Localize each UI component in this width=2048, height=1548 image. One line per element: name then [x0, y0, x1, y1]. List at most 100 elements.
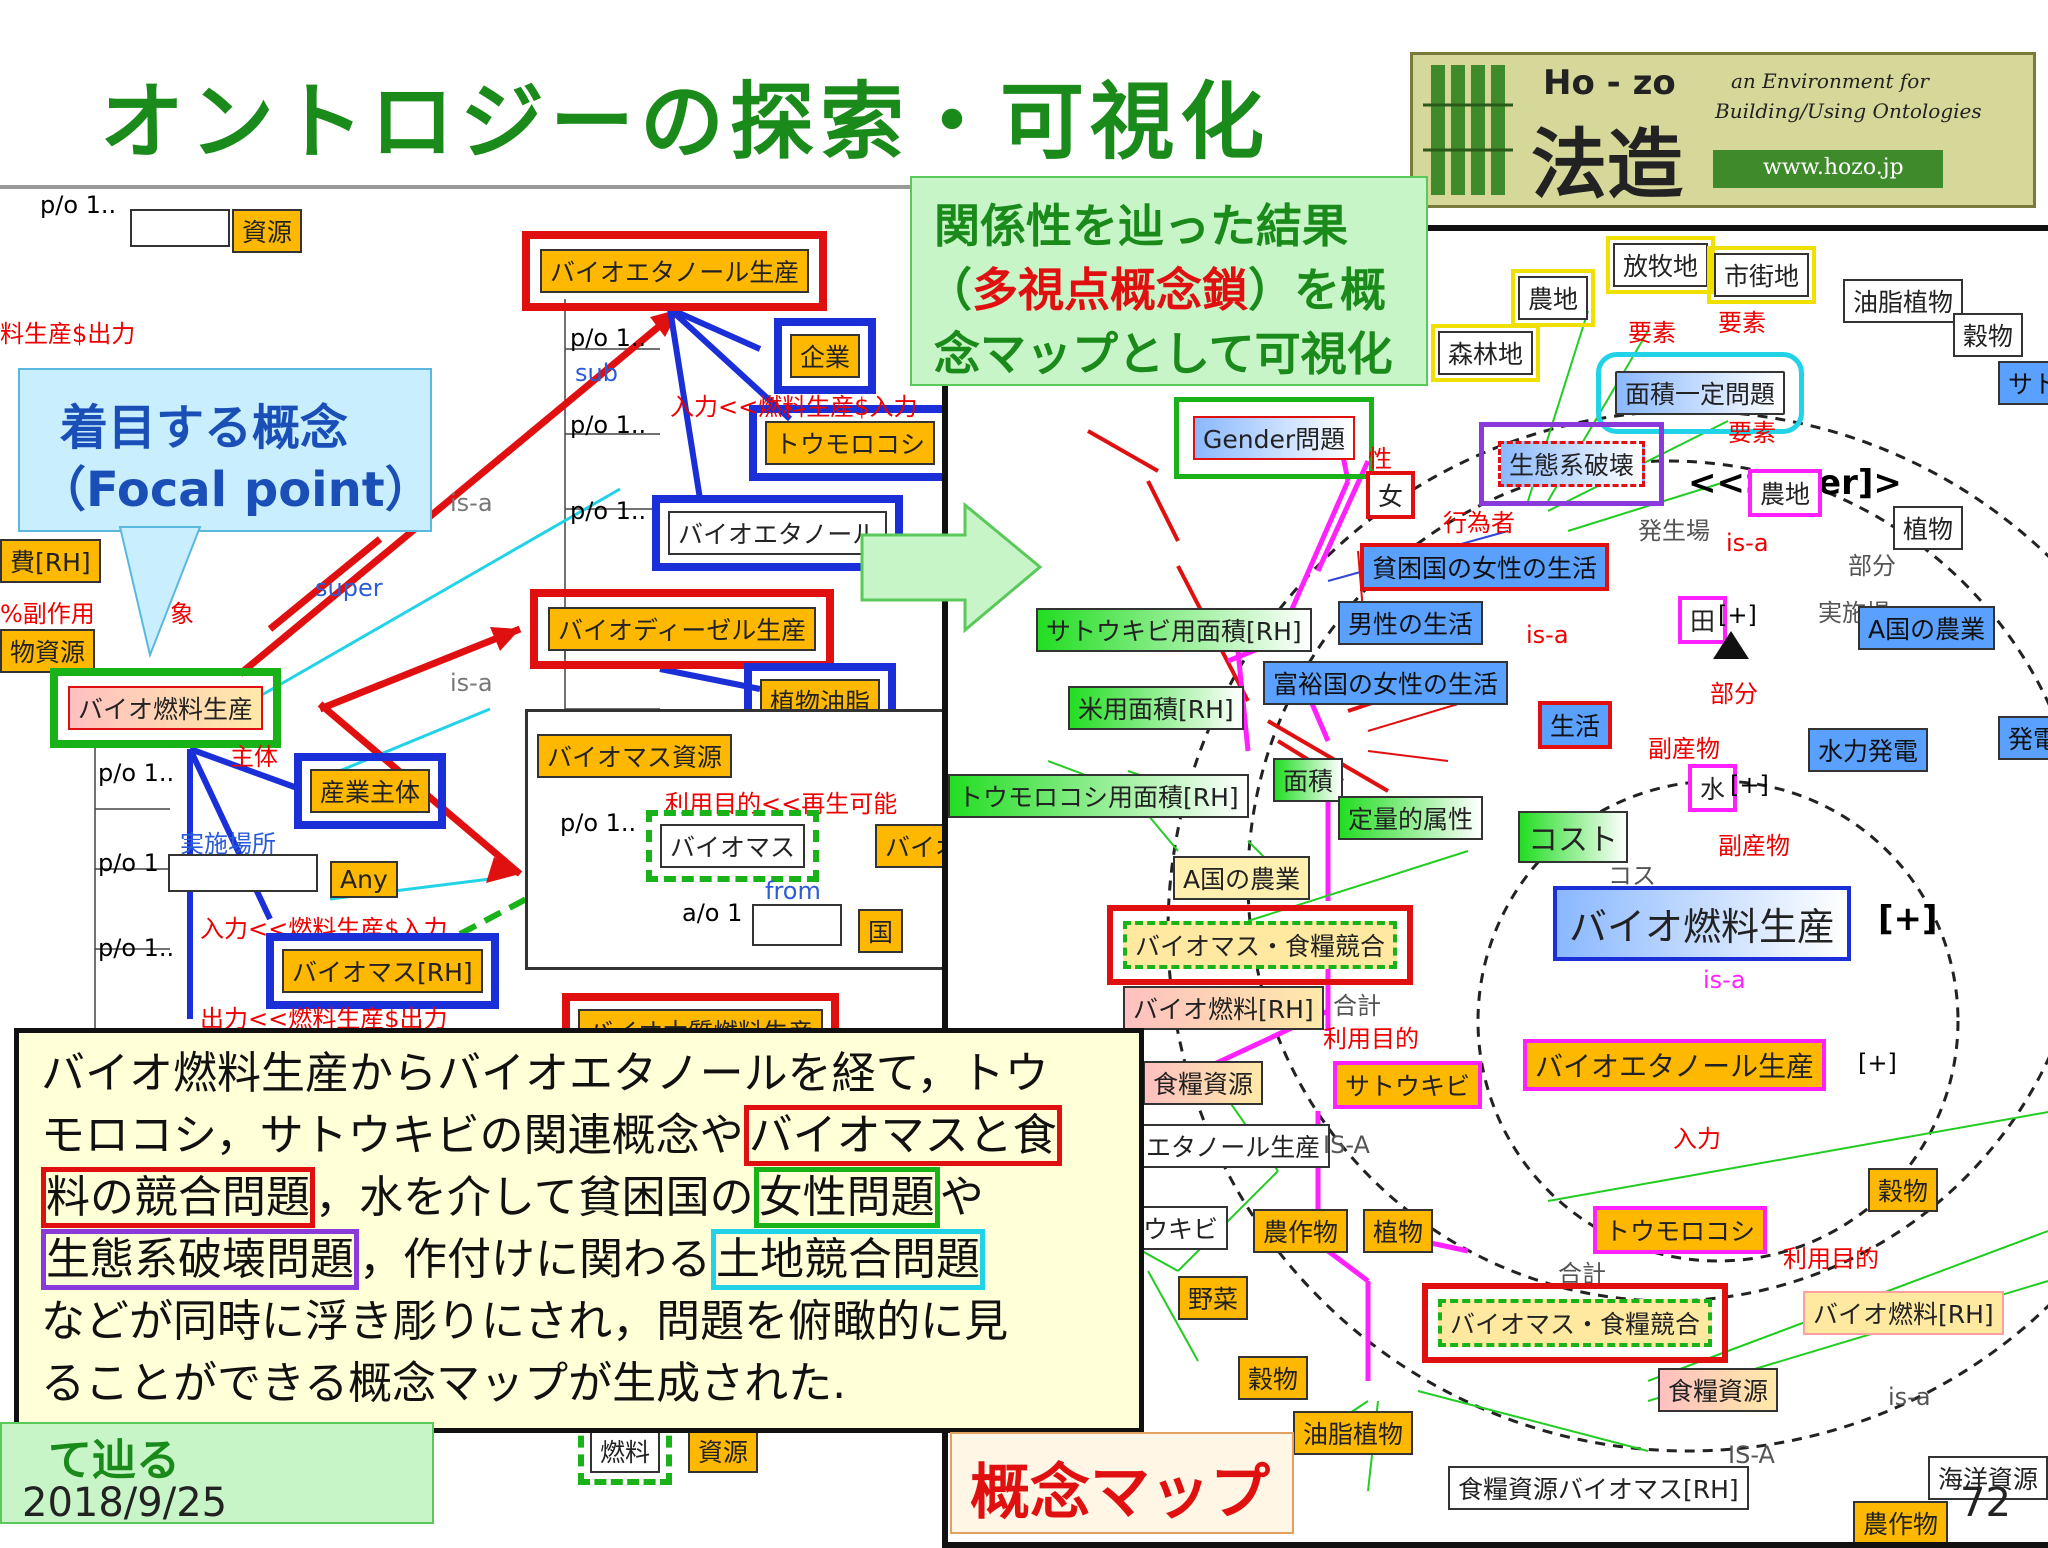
- tree-node-bio-partial[interactable]: バイオ: [875, 824, 950, 868]
- tree-label-riyo-mokuteki: 利用目的<<再生可能: [665, 790, 898, 818]
- map-label-biofuel-plus: [+]: [1878, 899, 1938, 939]
- tree-label-po-6: p/o 1: [98, 849, 159, 877]
- map-node-teiryo[interactable]: 定量的属性: [1338, 796, 1484, 840]
- map-node-a-nogyo[interactable]: A国の農業: [1858, 606, 1996, 650]
- map-node-shokubutsu-2[interactable]: 植物: [1363, 1209, 1434, 1253]
- tree-node-biomass-shigen[interactable]: バイオマス資源: [537, 734, 733, 778]
- map-node-nosakumotsu-2[interactable]: 農作物: [1853, 1501, 1949, 1542]
- tree-label-output: 料生産$出力: [0, 320, 136, 348]
- map-node-biofuel-prod[interactable]: バイオ燃料生産: [1553, 886, 1852, 961]
- map-node-satokibi[interactable]: サトウキビ: [1333, 1061, 1483, 1109]
- map-node-fuyu-josei[interactable]: 富裕国の女性の生活: [1263, 661, 1509, 705]
- map-node-shokuryo-shigen[interactable]: 食糧資源: [1143, 1061, 1264, 1105]
- map-node-shokuryo-biomass[interactable]: 食糧資源バイオマス[RH]: [1448, 1466, 1749, 1510]
- map-node-biomass-kyogo[interactable]: バイオマス・食糧競合: [1106, 905, 1414, 985]
- tree-node-empty[interactable]: [130, 209, 230, 247]
- map-node-kaiyo-shigen[interactable]: 海洋資源: [1928, 1456, 2048, 1500]
- tree-node-biodiesel-prod[interactable]: バイオディーゼル生産: [529, 589, 835, 669]
- map-node-ethanol-prod-partial[interactable]: エタノール生産: [1136, 1124, 1331, 1168]
- map-node-yasai[interactable]: 野菜: [1178, 1276, 1249, 1320]
- tree-label-po-8: p/o 1..: [560, 809, 637, 837]
- map-node-shinrinchi[interactable]: 森林地: [1430, 324, 1541, 382]
- description-line-6: ることができる概念マップが生成された.: [41, 1358, 847, 1409]
- map-node-sugar-menseki[interactable]: サトウキビ用面積[RH]: [1036, 608, 1312, 652]
- tree-label-taisho: 象: [170, 600, 194, 628]
- logo-url: www.hozo.jp: [1763, 155, 1904, 180]
- map-node-yushi-shokubutsu[interactable]: 油脂植物: [1843, 279, 1964, 323]
- tree-node-bioethanol-prod[interactable]: バイオエタノール生産: [521, 231, 828, 311]
- result-line-1: 関係性を辿った結果: [934, 199, 1348, 253]
- tree-node-shigen[interactable]: 資源: [232, 209, 303, 253]
- map-node-nosakumotsu[interactable]: 農作物: [1253, 1209, 1349, 1253]
- desc-highlight-ecosystem: 生態系破壊問題: [41, 1229, 359, 1290]
- map-node-biofuel-rh-2[interactable]: バイオ燃料[RH]: [1803, 1291, 2004, 1335]
- map-node-kokumotsu[interactable]: 穀物: [1953, 313, 2024, 357]
- map-node-shigaichi[interactable]: 市街地: [1706, 246, 1817, 304]
- tree-label-shutai: 主体: [230, 743, 278, 771]
- tree-node-kigyo[interactable]: 企業: [773, 318, 877, 394]
- map-node-biomass-kyogo-2[interactable]: バイオマス・食糧競合: [1421, 1283, 1729, 1363]
- map-node-dansei[interactable]: 男性の生活: [1338, 601, 1484, 645]
- map-node-corn-menseki[interactable]: トウモロコシ用面積[RH]: [948, 774, 1249, 818]
- map-node-tomorokoshi[interactable]: トウモロコシ: [1593, 1206, 1768, 1254]
- bamboo-decoration-icon: [1423, 65, 1943, 195]
- map-label-goukei-2: 合計: [1558, 1260, 1606, 1288]
- description-line-5: などが同時に浮き彫りにされ，問題を俯瞰的に見: [41, 1296, 1009, 1347]
- logo-kanji: 法造: [1531, 120, 1683, 209]
- description-line-4: 生態系破壊問題，作付けに関わる土地競合問題: [41, 1229, 985, 1291]
- slide-title: オントロジーの探索・可視化: [100, 73, 1271, 171]
- map-node-seitaikei[interactable]: 生態系破壊: [1478, 422, 1665, 506]
- tree-node-empty-2[interactable]: [168, 854, 318, 892]
- tree-node-biomass-rh[interactable]: バイオマス[RH]: [266, 933, 499, 1009]
- map-node-hatsuden-partial[interactable]: 発電: [1998, 716, 2048, 760]
- map-node-biofuel-rh[interactable]: バイオ燃料[RH]: [1123, 986, 1324, 1030]
- map-node-nochi-2[interactable]: 農地: [1748, 469, 1823, 517]
- tree-node-shigen-2[interactable]: 資源: [688, 1429, 759, 1473]
- map-node-sato-partial[interactable]: サト: [1998, 361, 2048, 405]
- map-node-bokuchi[interactable]: 放牧地: [1605, 236, 1716, 294]
- tree-node-biomass[interactable]: バイオマス: [645, 810, 820, 882]
- tree-node-shigen-partial[interactable]: 物資源: [0, 629, 96, 673]
- map-node-kokumotsu-3[interactable]: 穀物: [1238, 1356, 1309, 1400]
- map-node-shokubutsu[interactable]: 植物: [1893, 506, 1964, 550]
- map-label-isa-bio: is-a: [1703, 966, 1746, 994]
- map-node-onna[interactable]: 女: [1366, 471, 1416, 519]
- tree-node-sangyo-shutai[interactable]: 産業主体: [293, 753, 447, 829]
- map-label-goukei: 合計: [1333, 992, 1381, 1020]
- bottom-left-callout-text: て辿る: [48, 1435, 180, 1486]
- tree-node-kuni[interactable]: 国: [858, 909, 904, 953]
- map-node-suiryoku[interactable]: 水力発電: [1808, 728, 1929, 772]
- tree-node-empty-3[interactable]: [752, 904, 842, 946]
- tree-node-tomorokoshi[interactable]: トウモロコシ: [748, 405, 950, 481]
- tree-label-fukusayo: %副作用: [0, 600, 95, 628]
- map-node-kome-menseki[interactable]: 米用面積[RH]: [1068, 686, 1244, 730]
- map-node-menseki-mondai[interactable]: 面積一定問題: [1595, 352, 1805, 434]
- map-node-ukibi-partial[interactable]: ウキビ: [1133, 1206, 1229, 1250]
- map-node-menseki[interactable]: 面積: [1273, 758, 1344, 802]
- map-node-gender[interactable]: Gender問題: [1173, 397, 1375, 479]
- focal-line-1: 着目する概念: [60, 400, 349, 456]
- map-node-kokumotsu-2[interactable]: 穀物: [1868, 1168, 1939, 1212]
- tree-label-sub: sub: [575, 359, 618, 387]
- map-node-mizu[interactable]: 水: [1688, 764, 1738, 812]
- tree-label-po-5: p/o 1..: [98, 759, 175, 787]
- result-paren-close: ）を概: [1248, 263, 1386, 317]
- tree-node-bioethanol[interactable]: バイオエタノール: [651, 495, 904, 571]
- map-node-cost[interactable]: コスト: [1518, 811, 1628, 863]
- map-node-a-nogyo-2[interactable]: A国の農業: [1173, 856, 1311, 900]
- map-node-bioethanol-prod[interactable]: バイオエタノール生産: [1523, 1039, 1827, 1091]
- tree-node-hi-rh[interactable]: 費[RH]: [0, 539, 101, 583]
- focal-line-2: （Focal point）: [38, 462, 433, 518]
- map-node-hinkon-josei[interactable]: 貧困国の女性の生活: [1360, 543, 1610, 591]
- map-label-sei: 性: [1368, 445, 1392, 473]
- slide-date: 2018/9/25: [22, 1480, 228, 1526]
- tree-node-nenryo[interactable]: 燃料: [577, 1417, 673, 1485]
- tree-node-biofuel-prod[interactable]: バイオ燃料生産: [49, 668, 282, 748]
- map-label-isa-low: is-a: [1888, 1383, 1931, 1411]
- map-node-seikatsu[interactable]: 生活: [1538, 701, 1613, 749]
- tree-node-any[interactable]: Any: [330, 861, 398, 898]
- map-node-yushi-shokubutsu-2[interactable]: 油脂植物: [1293, 1411, 1414, 1455]
- map-node-nochi[interactable]: 農地: [1510, 269, 1596, 327]
- map-node-den[interactable]: 田: [1678, 596, 1728, 644]
- map-node-shokuryo-shigen-2[interactable]: 食糧資源: [1658, 1368, 1779, 1412]
